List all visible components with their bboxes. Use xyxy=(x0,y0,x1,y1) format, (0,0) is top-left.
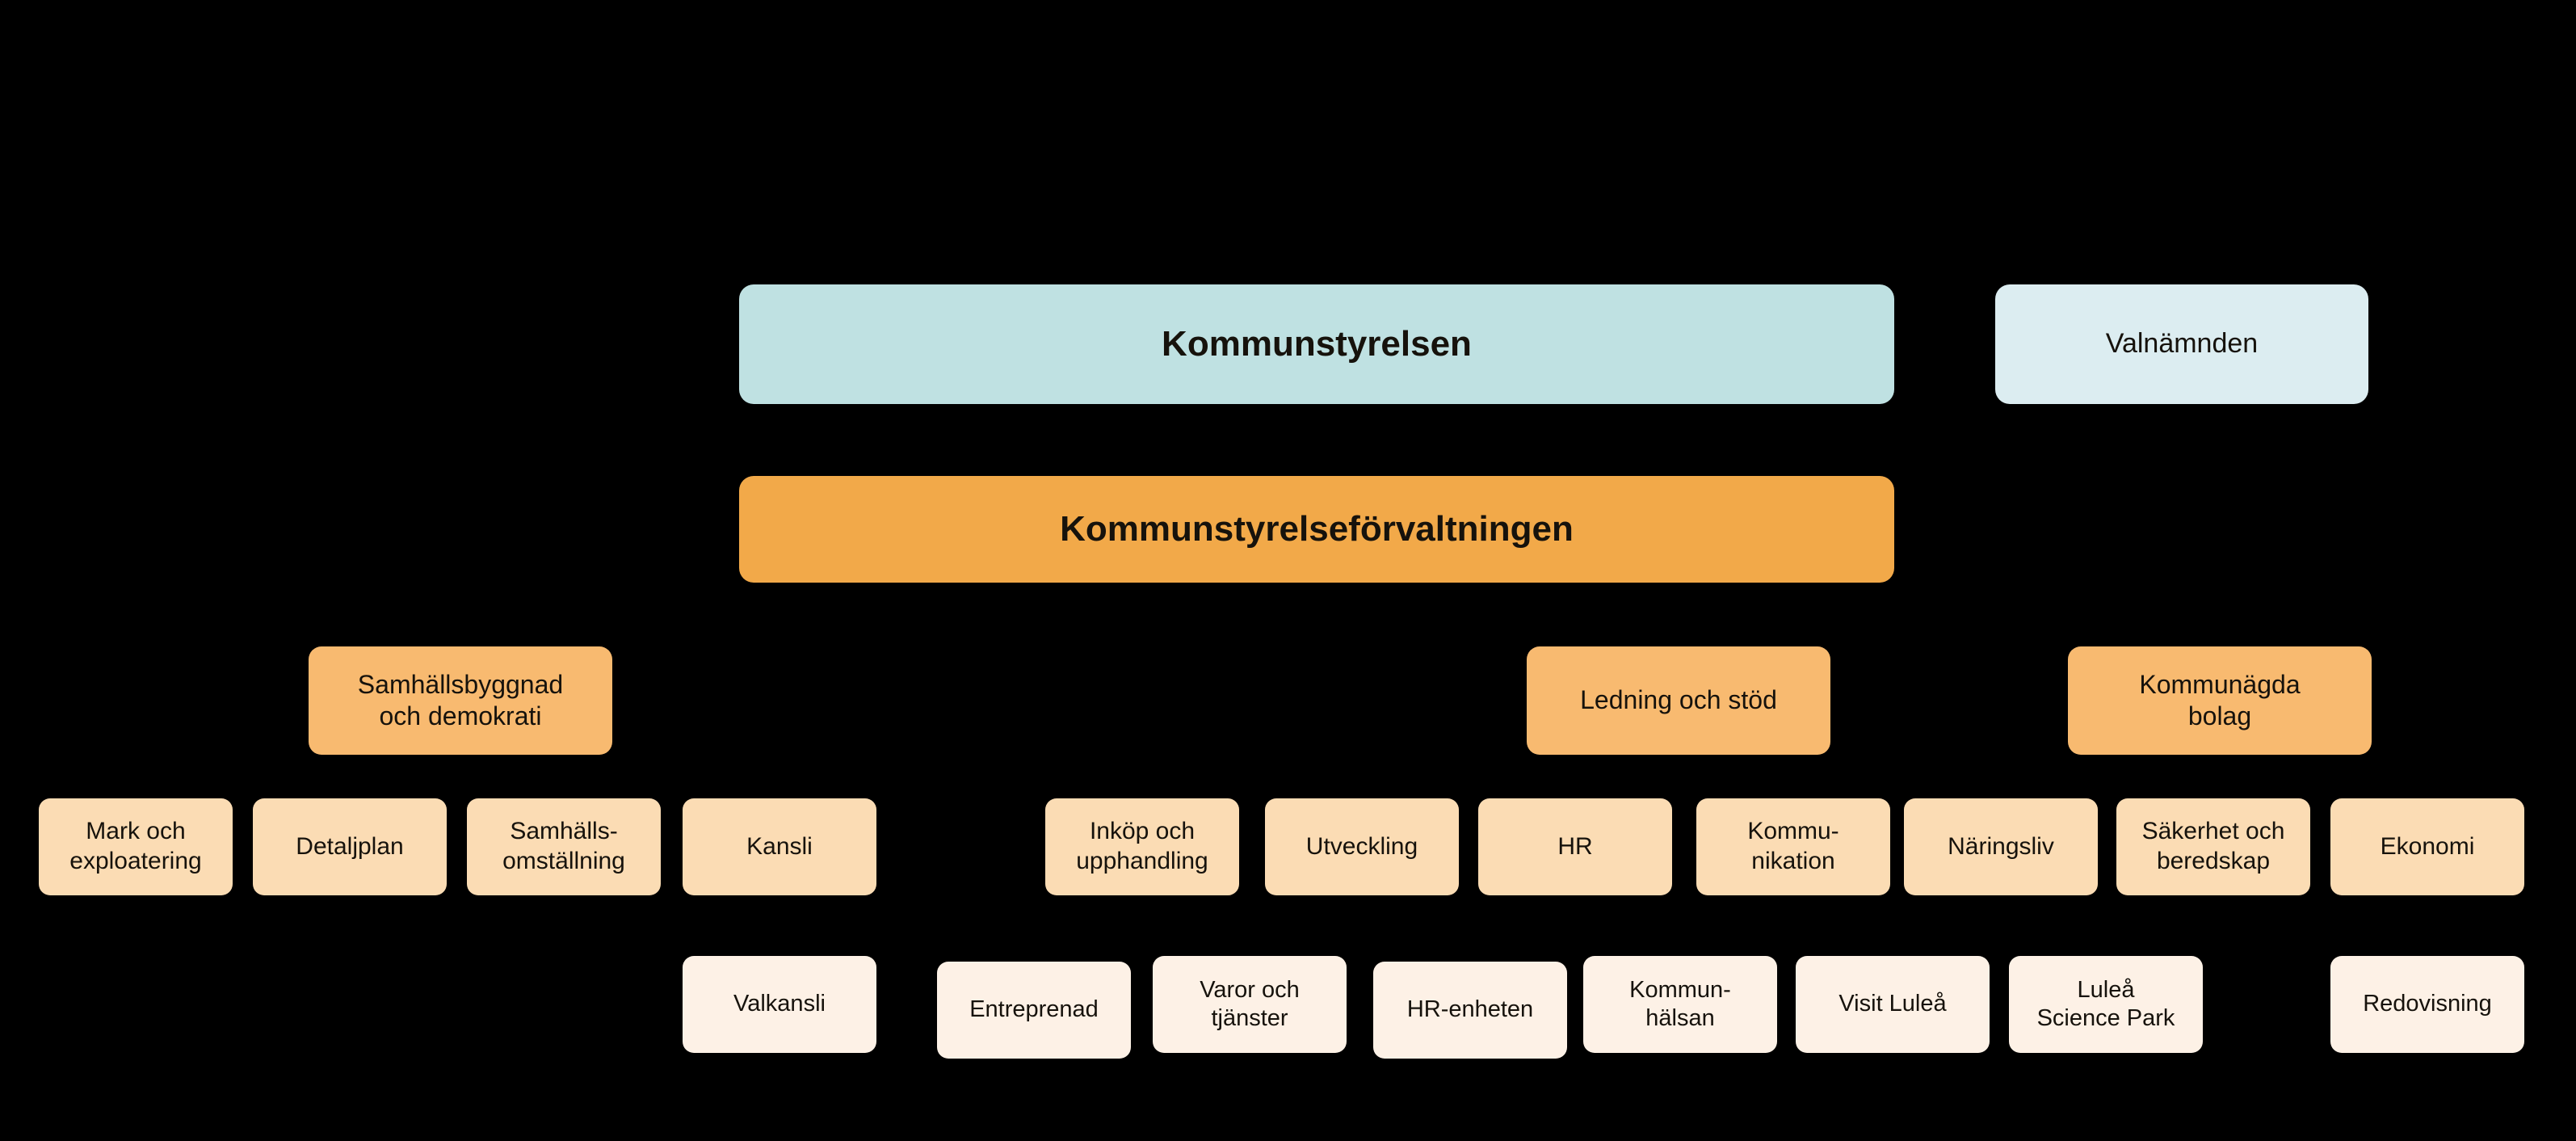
node-ekonomi[interactable]: Ekonomi xyxy=(2330,798,2524,895)
node-kommunagda-bolag[interactable]: Kommunägda bolag xyxy=(2068,646,2372,755)
node-ledning-och-stod[interactable]: Ledning och stöd xyxy=(1527,646,1830,755)
node-samhallsomstallning[interactable]: Samhälls- omställning xyxy=(467,798,661,895)
node-entreprenad[interactable]: Entreprenad xyxy=(937,962,1131,1059)
node-kommunstyrelseforvaltningen[interactable]: Kommunstyrelseförvaltningen xyxy=(739,476,1894,583)
node-mark-och-exploatering[interactable]: Mark och exploatering xyxy=(39,798,233,895)
node-valnamnden[interactable]: Valnämnden xyxy=(1995,284,2368,404)
node-kommunstyrelsen[interactable]: Kommunstyrelsen xyxy=(739,284,1894,404)
node-kansli[interactable]: Kansli xyxy=(683,798,876,895)
node-kommunikation[interactable]: Kommu- nikation xyxy=(1696,798,1890,895)
node-sakerhet-och-beredskap[interactable]: Säkerhet och beredskap xyxy=(2116,798,2310,895)
node-kommunhalsan[interactable]: Kommun- hälsan xyxy=(1583,956,1777,1053)
node-hr[interactable]: HR xyxy=(1478,798,1672,895)
node-inkop-och-upphandling[interactable]: Inköp och upphandling xyxy=(1045,798,1239,895)
node-detaljplan[interactable]: Detaljplan xyxy=(253,798,447,895)
node-naringsliv[interactable]: Näringsliv xyxy=(1904,798,2098,895)
node-redovisning[interactable]: Redovisning xyxy=(2330,956,2524,1053)
node-samhallsbyggnad-och-demokrati[interactable]: Samhällsbyggnad och demokrati xyxy=(309,646,612,755)
node-lulea-science-park[interactable]: Luleå Science Park xyxy=(2009,956,2203,1053)
node-visit-lulea[interactable]: Visit Luleå xyxy=(1796,956,1990,1053)
node-varor-och-tjanster[interactable]: Varor och tjänster xyxy=(1153,956,1347,1053)
node-hr-enheten[interactable]: HR-enheten xyxy=(1373,962,1567,1059)
node-valkansli[interactable]: Valkansli xyxy=(683,956,876,1053)
node-utveckling[interactable]: Utveckling xyxy=(1265,798,1459,895)
